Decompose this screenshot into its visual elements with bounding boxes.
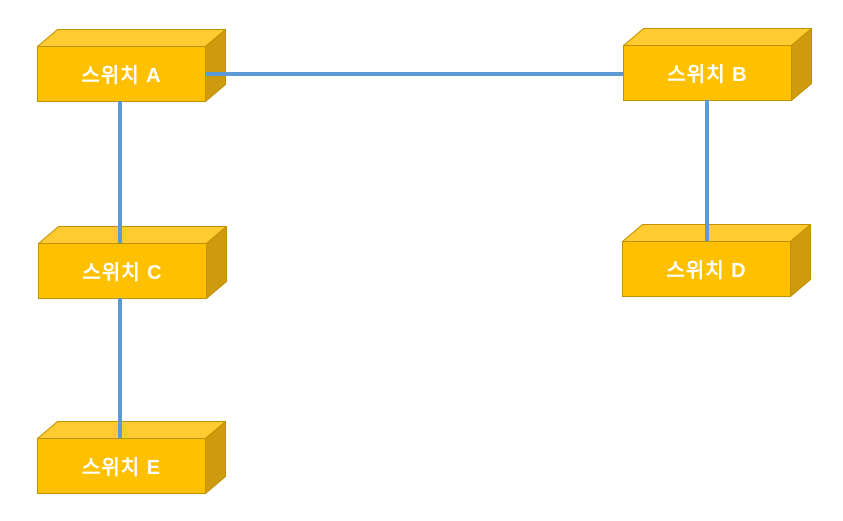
cube-icon <box>37 29 226 102</box>
cube-icon <box>622 224 811 297</box>
switch-node-c: 스위치 C <box>38 226 227 299</box>
cube-icon <box>37 421 226 494</box>
switch-label-c: 스위치 C <box>82 262 163 284</box>
switch-node-e: 스위치 E <box>37 421 226 494</box>
switch-label-e: 스위치 E <box>81 457 162 479</box>
connector-b-d <box>705 100 709 241</box>
connector-a-b <box>205 72 623 76</box>
connector-a-c <box>118 101 122 243</box>
switch-label-b: 스위치 B <box>667 64 748 86</box>
switch-node-a: 스위치 A <box>37 29 226 102</box>
switch-node-b: 스위치 B <box>623 28 812 101</box>
connector-c-e <box>118 298 122 438</box>
cube-icon <box>38 226 227 299</box>
switch-label-a: 스위치 A <box>81 65 162 87</box>
switch-label-d: 스위치 D <box>666 260 747 282</box>
switch-node-d: 스위치 D <box>622 224 811 297</box>
cube-icon <box>623 28 812 101</box>
